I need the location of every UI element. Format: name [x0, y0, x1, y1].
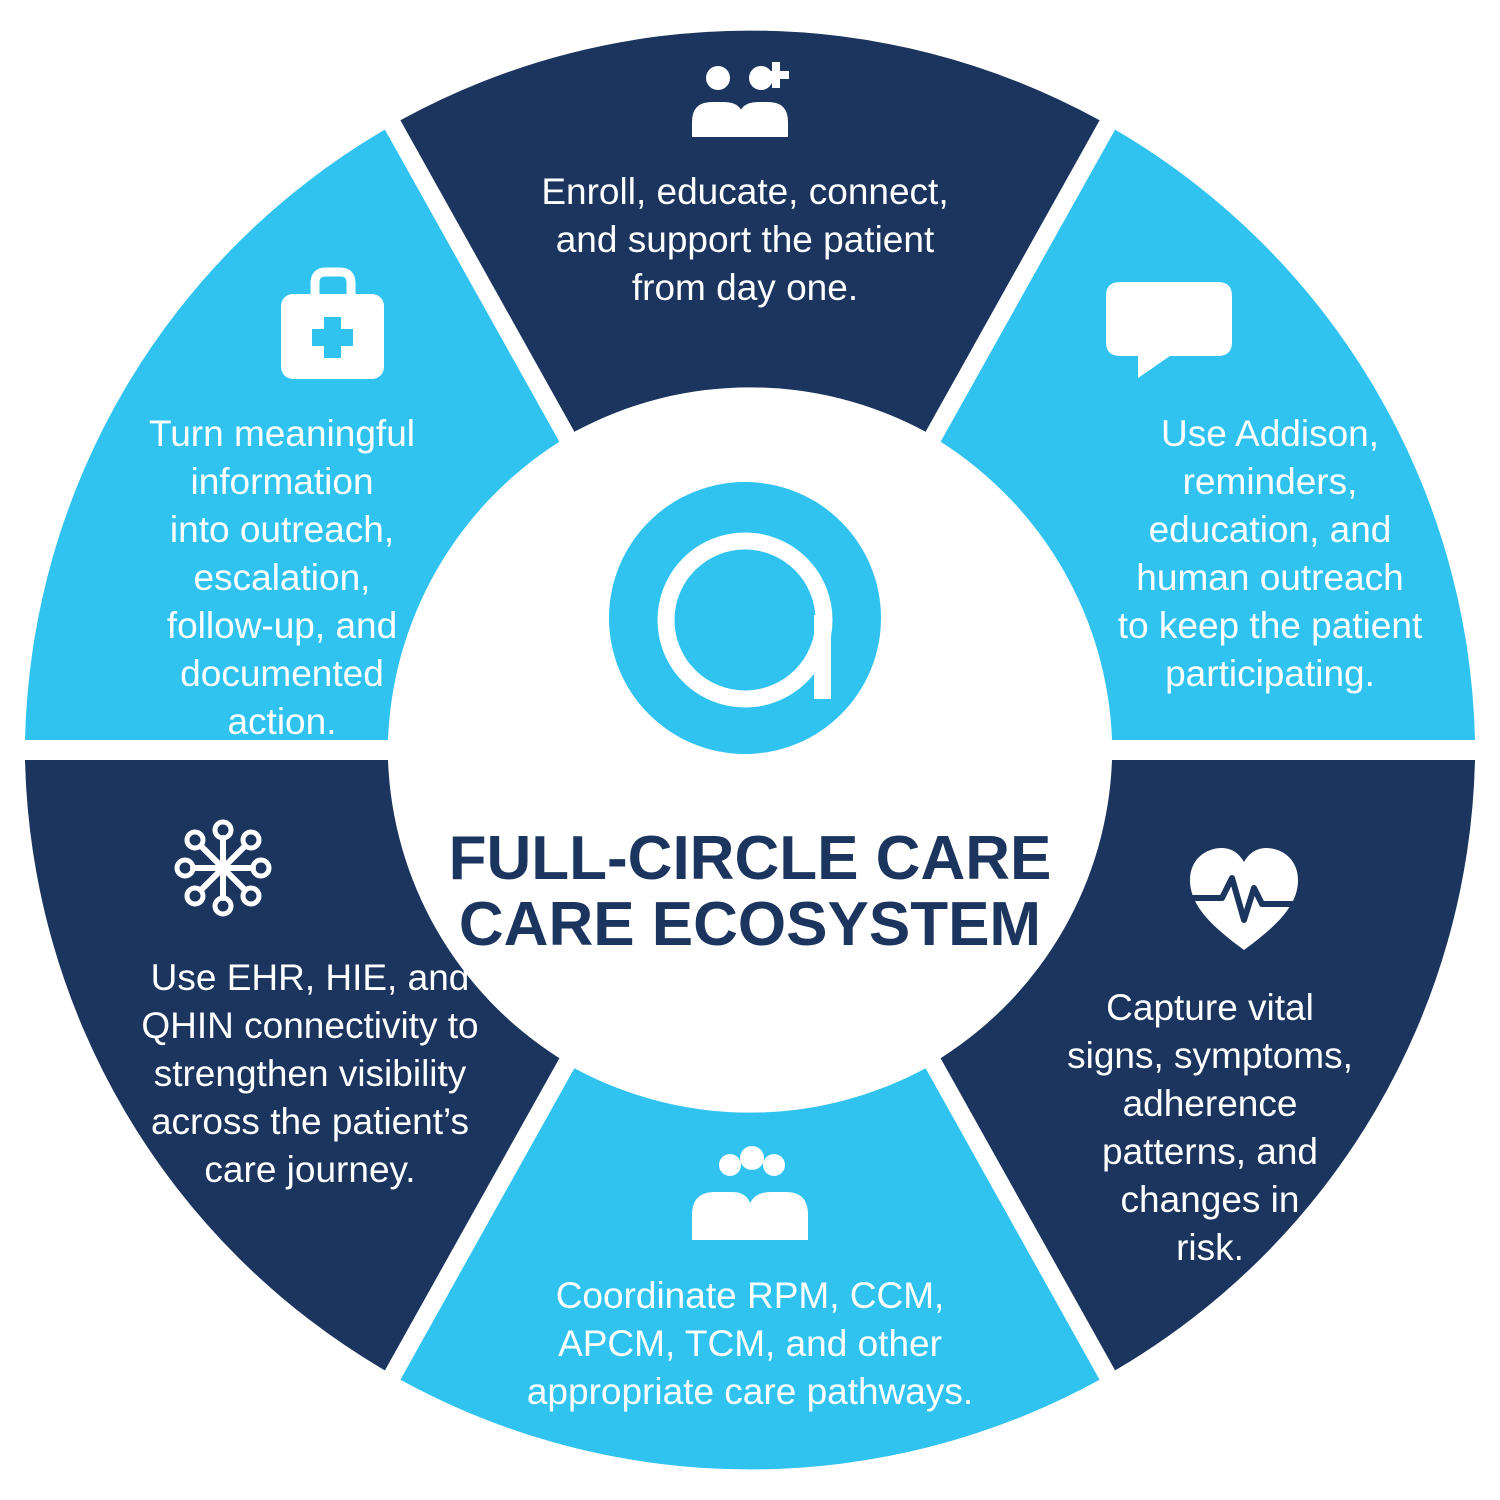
- segment-bottom-right-text: Capture vital signs, symptoms, adherence…: [1067, 987, 1353, 1268]
- segment-top-text: Enroll, educate, connect, and support th…: [541, 171, 949, 308]
- segment-left: [25, 129, 560, 741]
- chat-bubble-icon: [1106, 282, 1232, 378]
- segment-bottom-right: [940, 760, 1475, 1371]
- segment-left-text: Turn meaningful information into outreac…: [149, 413, 415, 742]
- network-hub-icon: [174, 819, 272, 917]
- segment-right-text: Use Addison, reminders, education, and h…: [1117, 413, 1423, 694]
- segment-bottom: [400, 1068, 1100, 1470]
- segment-top: [400, 30, 1100, 432]
- heart-pulse-icon: [1183, 848, 1305, 950]
- diagram-title: FULL-CIRCLE CARE CARE ECOSYSTEM: [448, 824, 1052, 959]
- segment-right: [940, 129, 1475, 741]
- medical-kit-icon: [281, 267, 384, 379]
- segment-bottom-left: [25, 760, 560, 1371]
- segment-bottom-left-text: Use EHR, HIE, and QHIN connectivity to s…: [141, 957, 479, 1190]
- people-group-icon: [692, 1146, 808, 1240]
- segment-bottom-text: Coordinate RPM, CCM, APCM, TCM, and othe…: [526, 1275, 974, 1412]
- add-person-icon: [692, 62, 789, 137]
- letter-a-circle-logo: [609, 482, 881, 754]
